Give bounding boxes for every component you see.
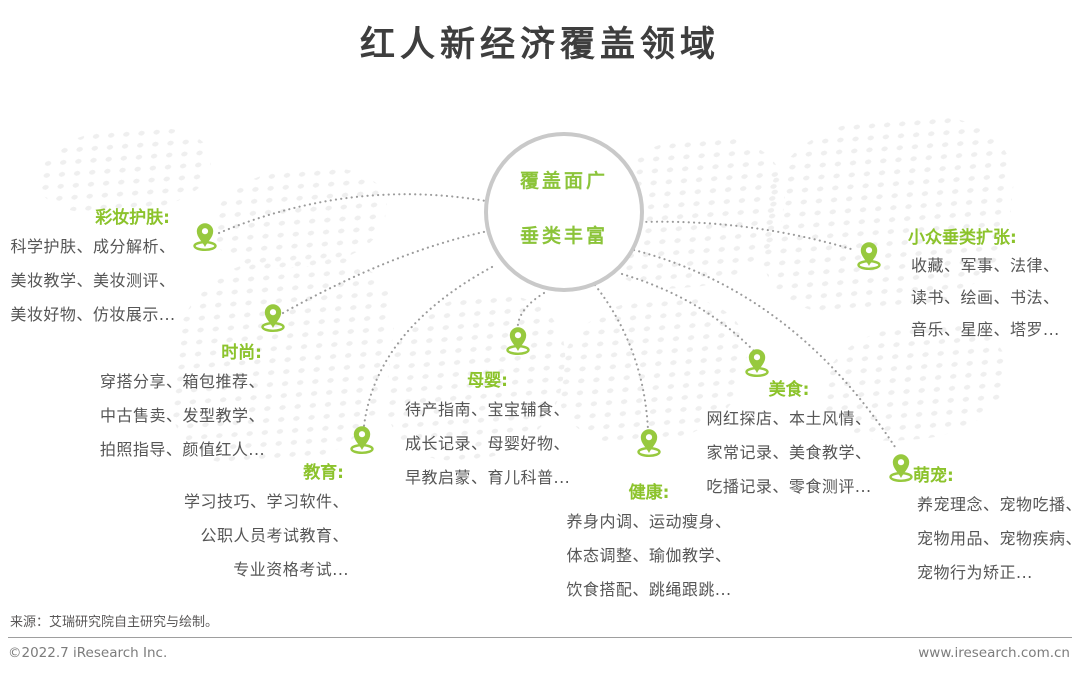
- copyright-text: ©2022.7 iResearch Inc.: [8, 645, 168, 661]
- category-beauty: 彩妆护肤: 科学护肤、成分解析、 美妆教学、美妆测评、 美妆好物、仿妆展示...: [2, 206, 184, 332]
- category-fashion: 时尚: 穿搭分享、箱包推荐、 中古售卖、发型教学、 拍照指导、颜值红人...: [70, 341, 295, 467]
- category-line: 家常记录、美食教学、: [706, 443, 872, 462]
- category-line: 科学护肤、成分解析、: [10, 237, 176, 256]
- category-label: 小众垂类扩张:: [908, 228, 1017, 248]
- category-line: 拍照指导、颜值红人...: [99, 440, 266, 459]
- website-link[interactable]: www.iresearch.com.cn: [918, 645, 1070, 661]
- category-label: 时尚:: [221, 343, 262, 363]
- footer-bar: ©2022.7 iResearch Inc. www.iresearch.com…: [8, 645, 1070, 661]
- category-line: 专业资格考试...: [233, 560, 349, 579]
- category-line: 早教启蒙、育儿科普...: [405, 468, 571, 487]
- category-line: 公职人员考试教育、: [200, 526, 349, 545]
- category-line: 穿搭分享、箱包推荐、: [99, 372, 265, 391]
- category-label: 母婴:: [467, 371, 508, 391]
- connector-health: [593, 283, 650, 432]
- category-line: 宠物行为矫正...: [917, 563, 1033, 582]
- center-circle-line1: 覆盖面广: [519, 170, 608, 192]
- category-line: 中古售卖、发型教学、: [99, 406, 265, 425]
- category-line: 宠物用品、宠物疾病、: [917, 529, 1080, 548]
- category-label: 健康:: [628, 483, 670, 503]
- category-niche-verticals: 小众垂类扩张: 收藏、军事、法律、 读书、绘画、书法、 音乐、星座、塔罗...: [908, 226, 1080, 346]
- category-line: 成长记录、母婴好物、: [405, 434, 571, 453]
- category-line: 饮食搭配、跳绳跟跳...: [566, 580, 732, 599]
- location-pin-icon: [637, 428, 661, 457]
- category-line: 待产指南、宝宝辅食、: [405, 400, 571, 419]
- location-pin-icon: [889, 453, 913, 482]
- location-pin-icon: [193, 221, 217, 252]
- connector-food: [620, 272, 756, 353]
- footer-divider: [8, 637, 1072, 638]
- category-line: 美妆教学、美妆测评、: [10, 271, 176, 290]
- connector-maternal: [516, 291, 546, 334]
- center-circle: 覆盖面广 垂类丰富: [484, 132, 644, 292]
- connector-education: [362, 265, 494, 428]
- category-food: 美食: 网红探店、本土风情、 家常记录、美食教学、 吃播记录、零食测评...: [703, 378, 875, 504]
- connector-beauty: [217, 193, 488, 235]
- source-note: 来源：艾瑞研究院自主研究与绘制。: [10, 615, 219, 630]
- location-pin-icon: [261, 303, 285, 332]
- category-label: 彩妆护肤:: [95, 208, 170, 228]
- category-label: 萌宠:: [913, 466, 954, 486]
- category-line: 美妆好物、仿妆展示...: [10, 305, 176, 324]
- category-line: 读书、绘画、书法、: [911, 288, 1060, 307]
- page-title: 红人新经济覆盖领域: [359, 25, 720, 65]
- category-line: 网红探店、本土风情、: [706, 409, 872, 428]
- category-line: 养宠理念、宠物吃播、: [917, 495, 1080, 514]
- location-pin-icon: [745, 348, 769, 377]
- location-pin-icon: [350, 425, 374, 454]
- category-line: 养身内调、运动瘦身、: [566, 512, 732, 531]
- category-line: 吃播记录、零食测评...: [706, 477, 872, 496]
- category-line: 音乐、星座、塔罗...: [911, 320, 1060, 339]
- category-maternal: 母婴: 待产指南、宝宝辅食、 成长记录、母婴好物、 早教启蒙、育儿科普...: [405, 369, 570, 495]
- category-pets: 萌宠: 养宠理念、宠物吃播、 宠物用品、宠物疾病、 宠物行为矫正...: [913, 464, 1080, 590]
- category-health: 健康: 养身内调、运动瘦身、 体态调整、瑜伽教学、 饮食搭配、跳绳跟跳...: [563, 481, 735, 607]
- connector-pets: [632, 248, 899, 452]
- category-label: 教育:: [303, 463, 344, 483]
- category-education: 教育: 学习技巧、学习软件、 公职人员考试教育、 专业资格考试...: [147, 461, 349, 587]
- location-pin-icon: [857, 240, 881, 270]
- connector-fashion: [281, 229, 490, 315]
- category-line: 体态调整、瑜伽教学、: [566, 546, 732, 565]
- location-pin-icon: [506, 326, 530, 355]
- category-line: 学习技巧、学习软件、: [183, 492, 349, 511]
- connector-niche: [639, 220, 853, 251]
- category-label: 美食:: [768, 380, 810, 400]
- category-line: 收藏、军事、法律、: [911, 256, 1060, 275]
- center-circle-line2: 垂类丰富: [519, 225, 608, 247]
